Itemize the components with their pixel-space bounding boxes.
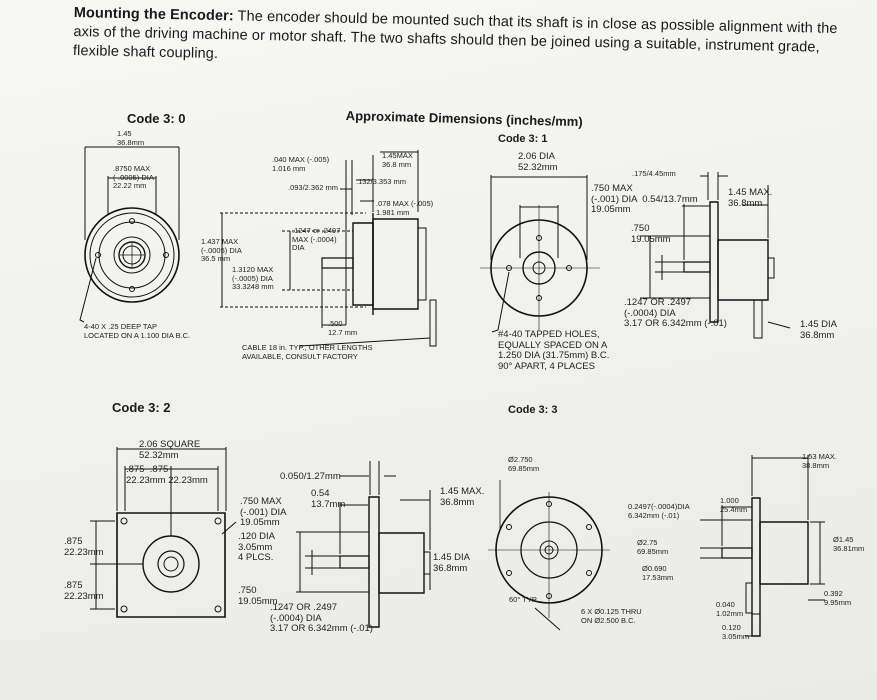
- code31-length-label: 1.45 MAX. 36.8mm: [728, 187, 773, 209]
- code30-body-dia-label: 1.437 MAX (-.0005) DIA 36.5 mm: [201, 237, 242, 263]
- code33-angle-label: 60° TYP.: [509, 595, 538, 604]
- code32-bottom-spacing-label: .875 22.23mm: [64, 580, 104, 602]
- code30-side-view: [220, 150, 436, 346]
- code31-side-view: [640, 172, 790, 338]
- code30-tap-note: 4-40 X .25 DEEP TAP LOCATED ON A 1.100 D…: [84, 322, 191, 340]
- code30-width-label: 1.45 36.8mm: [117, 129, 145, 147]
- code32-hole-dia-label: .120 DIA 3.05mm 4 PLCS.: [238, 531, 275, 563]
- code30-shaft-length-label: .500 12.7 mm: [328, 319, 358, 337]
- code33-side-view: [700, 455, 825, 636]
- code33-shaft-dia-label: 0.2497(-.0004)DIA 6.342mm (-.01): [628, 502, 690, 520]
- code30-pilot-dia-label: .8750 MAX (-.0005) DIA 22.22 mm: [113, 164, 154, 190]
- code30-length-label: 1.45MAX 36.8 mm: [382, 151, 413, 169]
- code33-holes-note: 6 X Ø0.125 THRU ON Ø2.500 B.C.: [581, 607, 642, 625]
- code31-shaft-dia-label: .1247 OR .2497 (-.0004) DIA 3.17 OR 6.34…: [624, 297, 727, 329]
- code32-hole-spacing-label: .875 .875 22.23mm 22.23mm: [126, 464, 208, 486]
- code33-flange-dia2-label: Ø2.75 69.85mm: [637, 538, 669, 556]
- code30-flange-label: .040 MAX (-.005) 1.016 mm: [272, 155, 330, 173]
- code32-front-view: [90, 447, 236, 617]
- code33-cable-dia-label: 0.120 3.05mm: [722, 623, 750, 641]
- code31-heading: Code 3: 1: [498, 133, 548, 145]
- code32-square-label: 2.06 SQUARE 52.32mm: [139, 439, 201, 461]
- code30-lip-label: .078 MAX (-.005) 1.981 mm: [376, 199, 434, 217]
- code32-pilot-label: .750 MAX (-.001) DIA 19.05mm: [240, 496, 287, 528]
- code33-front-view: [488, 480, 610, 630]
- code31-pilot-label: .750 MAX (-.001) DIA 0.54/13.7mm 19.05mm: [591, 183, 698, 215]
- code33-shaft-length-label: 1.000 25.4mm: [720, 496, 748, 514]
- code31-pilot-dia-label: .750 19.05mm: [631, 223, 671, 245]
- code30-cable-note: CABLE 18 in. TYP., OTHER LENGTHS AVAILAB…: [242, 343, 373, 361]
- code30-shaft-dia-label: .1247 or .2497 MAX (-.0004) DIA: [292, 226, 341, 252]
- code31-flange-dia-label: 2.06 DIA 52.32mm: [518, 151, 558, 173]
- code33-pilot-dia-label: Ø0.690 17.53mm: [642, 564, 674, 582]
- code31-front-view: [480, 175, 600, 332]
- code30-pilot-dia2-label: 1.3120 MAX (-.0005) DIA 33.3248 mm: [232, 265, 274, 291]
- code30-step-label: .132/3.353 mm: [356, 177, 407, 186]
- code33-cable-offset-label: 0.392 9.95mm: [824, 589, 852, 607]
- code30-heading: Code 3: 0: [127, 111, 186, 126]
- code32-side-view: [296, 461, 430, 627]
- code33-body-dia-label: Ø1.45 36.81mm: [833, 535, 865, 553]
- code33-heading: Code 3: 3: [508, 404, 558, 416]
- code32-shaft-ext-label: 0.54 13.7mm: [311, 488, 346, 510]
- code33-flange-thk-label: 0.040 1.02mm: [716, 600, 744, 618]
- code30-shoulder-label: .093/2.362 mm: [288, 183, 339, 192]
- code32-pilot-dia-label: .750 19.05mm: [238, 585, 278, 607]
- code31-holes-note: #4-40 TAPPED HOLES, EQUALLY SPACED ON A …: [498, 329, 610, 372]
- code33-flange-dia-label: Ø2.750 69.85mm: [508, 455, 540, 473]
- code32-flange-thk-label: 0.050/1.27mm: [280, 471, 341, 482]
- code32-top-spacing-label: .875 22.23mm: [64, 536, 104, 558]
- code30-front-view: [80, 147, 179, 322]
- code32-body-dia-label: 1.45 DIA 36.8mm: [433, 552, 470, 574]
- code32-shaft-dia-label: .1247 OR .2497 (-.0004) DIA 3.17 OR 6.34…: [270, 602, 373, 634]
- code31-body-dia-label: 1.45 DIA 36.8mm: [800, 319, 837, 341]
- code32-heading: Code 3: 2: [112, 400, 171, 415]
- code32-length-label: 1.45 MAX. 36.8mm: [440, 486, 485, 508]
- code33-length-label: 1.53 MAX. 38.8mm: [802, 452, 838, 470]
- code31-offset-label: .175/4.45mm: [632, 169, 676, 178]
